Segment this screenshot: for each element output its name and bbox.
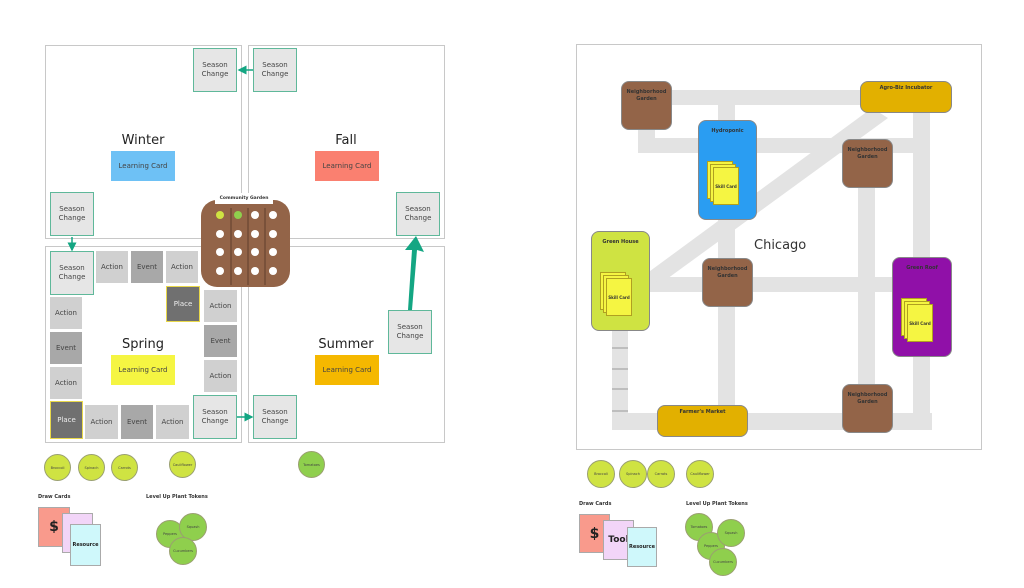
action-tile[interactable]: Action <box>96 251 128 283</box>
neighborhood-garden[interactable]: Neighborhood Garden <box>842 139 893 188</box>
action-tile[interactable]: Action <box>50 367 82 399</box>
action-tile[interactable]: Action <box>204 360 237 392</box>
plant-token-squash[interactable]: Squash <box>179 513 207 541</box>
season-change-tile[interactable]: Season Change <box>396 192 440 236</box>
garden-plot[interactable] <box>251 211 259 219</box>
garden-plot[interactable] <box>233 229 242 238</box>
garden-plot[interactable] <box>251 229 259 238</box>
farmers-market[interactable]: Farmer's Market <box>657 405 748 437</box>
garden-plot[interactable] <box>233 211 242 219</box>
garden-plot[interactable] <box>268 211 277 219</box>
action-tile[interactable]: Action <box>50 297 82 329</box>
season-change-tile[interactable]: Season Change <box>193 48 237 92</box>
hydroponic-label: Hydroponic <box>711 128 744 134</box>
season-change-tile[interactable]: Season Change <box>253 48 297 92</box>
plant-token-broccoli[interactable]: Broccoli <box>44 454 71 481</box>
fall-learning-card[interactable]: Learning Card <box>315 151 379 181</box>
plant-token-cauliflower[interactable]: Cauliflower <box>169 451 196 478</box>
event-tile[interactable]: Event <box>121 405 153 439</box>
garden-plot[interactable] <box>251 248 259 256</box>
level-up-label: Level Up Plant Tokens <box>146 494 208 500</box>
plant-token-broccoli[interactable]: Broccoli <box>587 460 615 488</box>
neighborhood-garden[interactable]: Neighborhood Garden <box>621 81 672 130</box>
plant-token-cucumbers[interactable]: Cucumbers <box>709 548 737 576</box>
action-tile[interactable]: Action <box>85 405 118 439</box>
garden-plot[interactable] <box>251 266 259 275</box>
skill-card-deck[interactable]: Skill Card <box>713 167 739 205</box>
level-up-label: Level Up Plant Tokens <box>686 501 748 507</box>
winter-title: Winter <box>121 133 165 148</box>
neighborhood-garden[interactable]: Neighborhood Garden <box>702 258 753 307</box>
plant-token-cauliflower[interactable]: Cauliflower <box>686 460 714 488</box>
season-change-tile[interactable]: Season Change <box>388 310 432 354</box>
event-tile[interactable]: Event <box>131 251 163 283</box>
agro-biz-incubator[interactable]: Agro-Biz Incubator <box>860 81 952 113</box>
summer-title: Summer <box>318 337 374 352</box>
season-arrows <box>67 65 424 422</box>
neighborhood-garden[interactable]: Neighborhood Garden <box>842 384 893 433</box>
plant-token-carrots[interactable]: Carrots <box>647 460 675 488</box>
season-change-tile[interactable]: Season Change <box>253 395 297 439</box>
action-tile[interactable]: Action <box>204 290 237 322</box>
fall-title: Fall <box>335 133 357 148</box>
green-house-label: Green House <box>602 239 639 245</box>
plant-token-cucumbers[interactable]: Cucumbers <box>169 537 197 565</box>
garden-plot[interactable] <box>233 266 242 275</box>
place-tile[interactable]: Place <box>166 286 200 322</box>
draw-cards-label: Draw Cards <box>38 494 71 500</box>
plant-token-carrots[interactable]: Carrots <box>111 454 138 481</box>
garden-plot[interactable] <box>216 248 224 256</box>
garden-plot[interactable] <box>216 266 224 275</box>
arrow-summer-to-fall <box>405 236 424 310</box>
garden-rows <box>230 208 266 285</box>
garden-plot[interactable] <box>216 229 224 238</box>
garden-plot[interactable] <box>268 229 277 238</box>
garden-plot[interactable] <box>233 248 242 256</box>
action-tile[interactable]: Action <box>156 405 189 439</box>
city-title: Chicago <box>754 238 807 253</box>
place-tile[interactable]: Place <box>50 401 83 439</box>
city-map-frame <box>576 44 982 450</box>
plant-token-tomatoes[interactable]: Tomatoes <box>298 451 325 478</box>
spring-learning-card[interactable]: Learning Card <box>111 355 175 385</box>
plant-token-spinach[interactable]: Spinach <box>78 454 105 481</box>
plant-token-spinach[interactable]: Spinach <box>619 460 647 488</box>
skill-card-deck[interactable]: Skill Card <box>606 278 632 316</box>
summer-learning-card[interactable]: Learning Card <box>315 355 379 385</box>
garden-plot[interactable] <box>268 248 277 256</box>
plant-token-squash[interactable]: Squash <box>717 519 745 547</box>
community-garden-label: Community Garden <box>215 193 273 204</box>
season-change-tile[interactable]: Season Change <box>50 251 94 295</box>
resource-card[interactable]: Resource <box>627 527 657 567</box>
resource-card[interactable]: Resource <box>70 524 101 566</box>
spring-title: Spring <box>122 337 164 352</box>
garden-plot[interactable] <box>268 266 277 275</box>
winter-learning-card[interactable]: Learning Card <box>111 151 175 181</box>
draw-cards-label: Draw Cards <box>579 501 612 507</box>
season-change-tile[interactable]: Season Change <box>50 192 94 236</box>
event-tile[interactable]: Event <box>50 332 82 364</box>
action-tile[interactable]: Action <box>166 251 198 283</box>
event-tile[interactable]: Event <box>204 325 237 357</box>
garden-plot[interactable] <box>216 211 224 219</box>
green-roof-label: Green Roof <box>906 265 938 271</box>
season-change-tile[interactable]: Season Change <box>193 395 237 439</box>
skill-card-deck[interactable]: Skill Card <box>907 304 933 342</box>
